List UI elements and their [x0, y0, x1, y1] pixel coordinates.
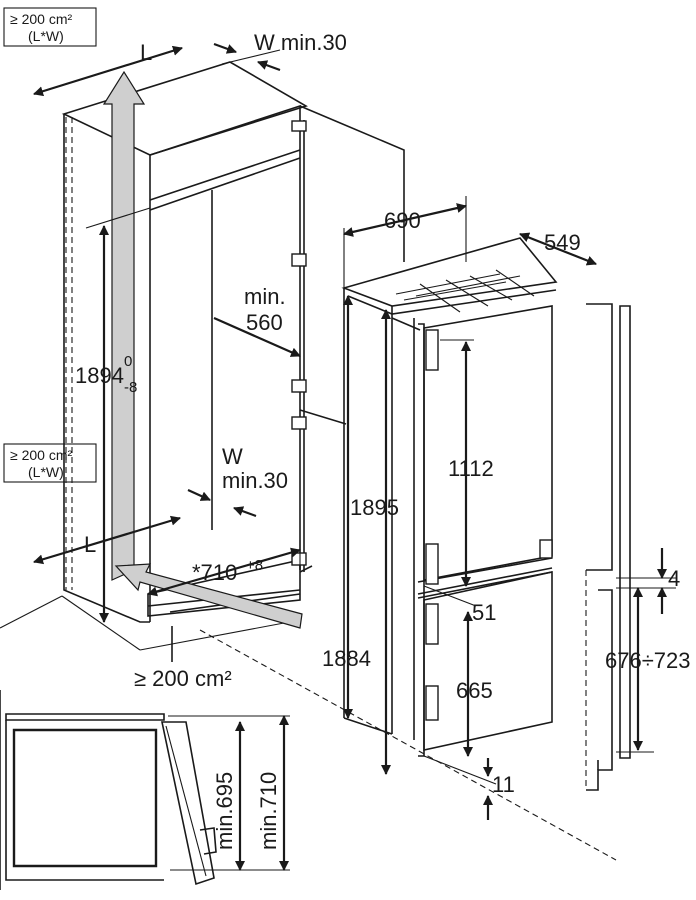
niche-height-sup: 0	[124, 353, 132, 370]
niche-height-sub: -8	[124, 379, 137, 396]
niche-width-main: *710	[192, 560, 237, 585]
dimension-w-top: W min.30	[213, 30, 347, 72]
appliance-height-total: 1895	[350, 495, 399, 520]
vent-bottom-label: ≥ 200 cm²	[134, 666, 232, 691]
lower-door-label: 665	[456, 678, 493, 703]
niche-height-main: 1894	[75, 363, 124, 388]
door-range-label: 676÷723	[605, 648, 691, 673]
appliance: 690 549 1895 1884 1112 51 665 11	[322, 196, 597, 820]
dimension-w-mid: W min.30	[187, 444, 288, 518]
detail-min-710: min.710	[256, 772, 281, 850]
w-mid-line2: min.30	[222, 468, 288, 493]
dimension-niche-width: *710 +8	[147, 540, 301, 597]
label-l-top: L	[140, 40, 152, 65]
label-w-top: W min.30	[254, 30, 347, 55]
door-profile: 4 676÷723	[585, 303, 691, 791]
vent-top-line1: ≥ 200 cm²	[10, 11, 72, 27]
vent-side-line1: ≥ 200 cm²	[10, 447, 72, 463]
label-l-bottom: L	[84, 532, 96, 557]
vent-side-box: ≥ 200 cm² (L*W)	[3, 443, 97, 483]
appliance-hinge-icon	[425, 329, 553, 721]
gap-51-label: 51	[472, 600, 496, 625]
vent-bottom: ≥ 200 cm²	[134, 626, 232, 691]
airflow-arrow-up-icon	[102, 70, 146, 581]
dimension-depth-min: min. 560	[213, 284, 301, 358]
dimension-l-bottom: L	[33, 515, 181, 565]
upper-door-label: 1112	[448, 456, 494, 481]
vent-top-box: ≥ 200 cm² (L*W)	[3, 7, 97, 47]
vent-top-line2: (L*W)	[28, 28, 64, 44]
bottom-11-label: 11	[492, 772, 515, 797]
depth-min-line1: min.	[244, 284, 286, 309]
door-gap-4-label: 4	[668, 566, 680, 591]
dimension-l-top: L	[33, 40, 183, 97]
depth-min-line2: 560	[246, 310, 283, 335]
door-handle-icon	[199, 827, 217, 855]
appliance-width-label: 690	[384, 208, 421, 233]
appliance-depth-label: 549	[544, 230, 581, 255]
w-mid-line1: W	[222, 444, 243, 469]
niche-width-sup: +8	[246, 557, 263, 574]
side-section-detail: min.695 min.710	[0, 690, 290, 890]
vent-side-line2: (L*W)	[28, 464, 64, 480]
appliance-height-body: 1884	[322, 646, 371, 671]
detail-min-695: min.695	[212, 772, 237, 850]
